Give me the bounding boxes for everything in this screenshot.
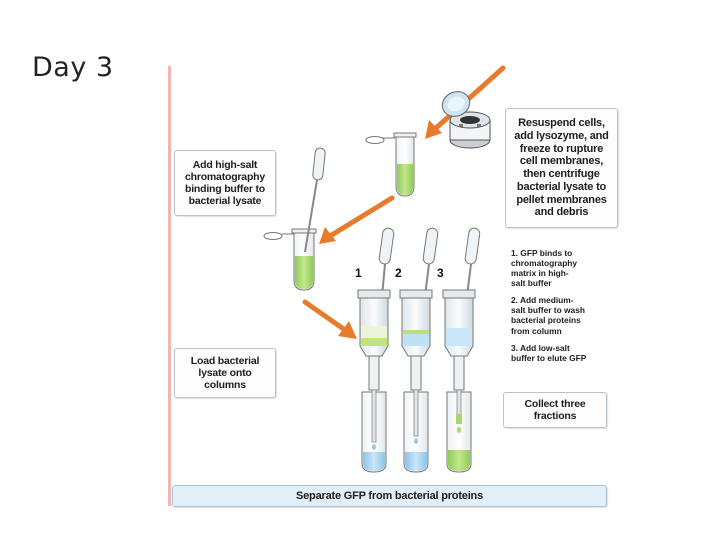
high-salt-line: Add high-salt	[192, 158, 258, 171]
column-steps-list: 1. GFP binds to chromatography matrix in…	[511, 248, 609, 370]
arrow-to-high-salt-tube	[319, 195, 395, 244]
resuspend-line: then centrifuge	[523, 168, 600, 180]
load-line: Load bacterial	[190, 354, 260, 367]
step-2: 2. Add medium- salt buffer to wash bacte…	[511, 295, 609, 335]
column-label-2: 2	[395, 266, 402, 280]
separate-gfp-banner: Separate GFP from bacterial proteins	[172, 485, 607, 507]
chromatography-column-2	[399, 227, 439, 473]
resuspend-line: add lysozyme, and	[514, 129, 609, 142]
step-line: matrix in high-	[511, 268, 569, 279]
slide-title: Day 3	[32, 52, 114, 83]
centrifuge-icon	[441, 91, 491, 149]
lysate-tube-icon	[365, 132, 417, 197]
resuspend-line: pellet membranes	[516, 193, 607, 206]
step-line: 2. Add medium-	[511, 295, 574, 306]
high-salt-tube-icon	[263, 228, 317, 291]
resuspend-line: Resuspend cells,	[518, 117, 605, 129]
load-line: lysate onto	[198, 366, 252, 379]
high-salt-line: bacterial lysate	[188, 195, 262, 208]
step-line: salt buffer to wash	[511, 305, 585, 316]
resuspend-line: freeze to rupture	[519, 142, 604, 155]
step-line: from column	[511, 325, 562, 336]
collect-fractions-box: Collect three fractions	[503, 392, 607, 428]
chromatography-column-3	[442, 227, 481, 473]
resuspend-line: and debris	[534, 206, 589, 219]
resuspend-line: cell membranes,	[519, 155, 604, 168]
chromatography-column-1	[357, 227, 395, 473]
step-line: 3. Add low-salt	[511, 342, 570, 353]
separate-gfp-text: Separate GFP from bacterial proteins	[296, 489, 483, 502]
resuspend-line: bacterial lysate to	[516, 180, 607, 193]
arrow-to-centrifuge	[425, 65, 506, 139]
arrow-to-columns	[302, 299, 357, 339]
step-1: 1. GFP binds to chromatography matrix in…	[511, 248, 609, 288]
high-salt-line: binding buffer to	[184, 183, 265, 195]
step-line: chromatography	[511, 258, 578, 269]
high-salt-line: chromatography	[184, 170, 266, 183]
margin-line	[168, 66, 171, 506]
step-3: 3. Add low-salt buffer to elute GFP	[511, 343, 609, 363]
collect-line: Collect three	[524, 397, 586, 410]
resuspend-cells-box: Resuspend cells, add lysozyme, and freez…	[505, 108, 618, 228]
step-line: bacterial proteins	[511, 315, 581, 326]
high-salt-buffer-box: Add high-salt chromatography binding buf…	[174, 150, 276, 216]
load-line: columns	[204, 379, 246, 392]
pipette-icon	[304, 147, 326, 253]
column-label-3: 3	[437, 266, 444, 280]
step-line: salt buffer	[511, 278, 552, 289]
load-lysate-box: Load bacterial lysate onto columns	[174, 348, 276, 398]
step-line: 1. GFP binds to	[511, 248, 573, 258]
step-line: buffer to elute GFP	[511, 352, 587, 363]
collect-line: fractions	[533, 410, 577, 422]
column-label-1: 1	[355, 266, 362, 280]
